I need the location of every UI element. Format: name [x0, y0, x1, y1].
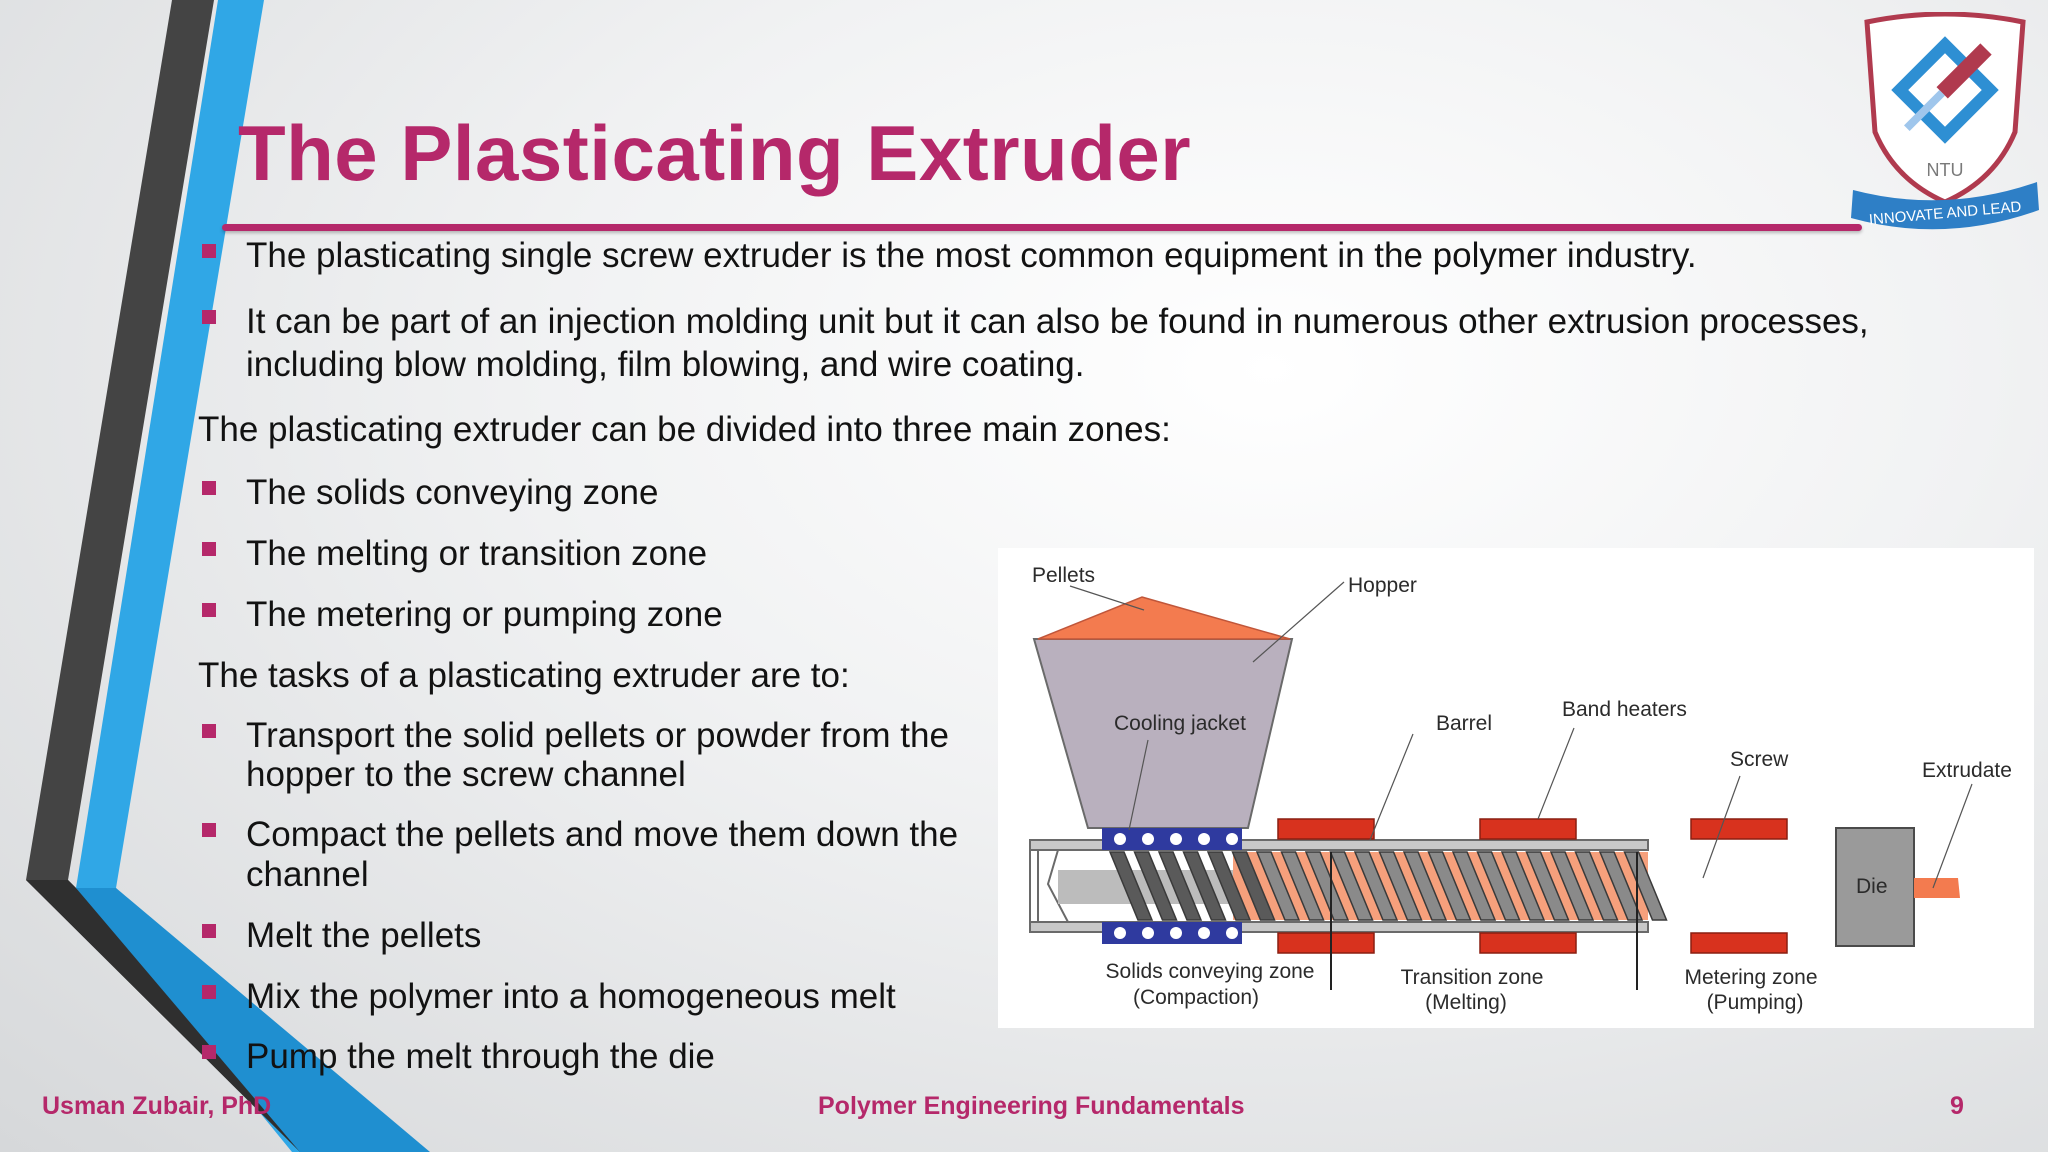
screw-flight	[1280, 851, 1325, 921]
tasks-heading: The tasks of a plasticating extruder are…	[198, 656, 850, 695]
screw-flight	[1402, 851, 1448, 921]
ntu-logo: NTU INNOVATE AND LEAD	[1851, 12, 2039, 230]
page-number: 9	[1950, 1092, 1964, 1120]
label-die: Die	[1856, 875, 1888, 898]
screw-flight	[1108, 851, 1154, 921]
footer-course: Polymer Engineering Fundamentals	[818, 1092, 1245, 1120]
bullet-intro-2-cont: including blow molding, film blowing, an…	[246, 345, 1085, 384]
zones-heading: The plasticating extruder can be divided…	[198, 410, 1171, 449]
label-screw: Screw	[1730, 748, 1789, 771]
label-zone3-name: Metering zone	[1684, 966, 1817, 989]
label-band-heaters: Band heaters	[1562, 698, 1687, 721]
label-zone2-name: Transition zone	[1401, 966, 1544, 989]
screw-flight	[1206, 851, 1252, 921]
screw-flight	[1574, 851, 1619, 921]
screw-flight	[1451, 851, 1497, 921]
logo-letters: NTU	[1927, 160, 1964, 180]
label-cooling-jacket: Cooling jacket	[1114, 712, 1246, 735]
screw-flight	[1525, 851, 1570, 921]
screw-flight	[1598, 851, 1644, 921]
extruder-diagram: Pellets Hopper Cooling jacket Barrel Ban…	[998, 548, 2034, 1028]
label-zone1-name: Solids conveying zone	[1106, 960, 1315, 983]
bullet-intro-2: It can be part of an injection molding u…	[202, 302, 1869, 341]
label-extrudate: Extrudate	[1922, 759, 2012, 782]
decorative-stripes	[26, 0, 430, 1152]
screw-flight	[1231, 851, 1276, 921]
screw-flight	[1476, 851, 1521, 921]
task-item-4: Mix the polymer into a homogeneous melt	[202, 977, 896, 1016]
zone-item-1: The solids conveying zone	[201, 473, 659, 512]
bullet-intro-1: The plasticating single screw extruder i…	[202, 236, 1697, 275]
screw-flight	[1427, 851, 1472, 921]
label-pellets: Pellets	[1032, 564, 1095, 587]
label-zone1-sub: (Compaction)	[1133, 986, 1259, 1009]
label-barrel: Barrel	[1436, 712, 1492, 735]
screw-flight	[1133, 851, 1178, 921]
screw-flight	[1157, 851, 1203, 921]
screw-flight	[1378, 851, 1423, 921]
task-item-2: Compact the pellets and move them down t…	[201, 815, 959, 854]
screw-flight	[1304, 851, 1350, 921]
title-divider	[222, 224, 1862, 231]
slide-title: The Plasticating Extruder	[238, 109, 1192, 197]
footer-author: Usman Zubair, PhD	[42, 1092, 272, 1120]
screw-flight	[1182, 851, 1227, 921]
label-zone3-sub: (Pumping)	[1707, 991, 1804, 1014]
task-item-1: Transport the solid pellets or powder fr…	[202, 716, 949, 755]
label-zone2-sub: (Melting)	[1425, 991, 1507, 1014]
screw-flight	[1623, 851, 1668, 921]
screw-flight	[1329, 851, 1374, 921]
task-item-5: Pump the melt through the die	[202, 1037, 715, 1076]
task-item-2-cont: channel	[246, 855, 369, 894]
task-item-1-cont: hopper to the screw channel	[246, 755, 686, 794]
zone-item-3: The metering or pumping zone	[202, 595, 723, 634]
zone-item-2: The melting or transition zone	[201, 534, 708, 573]
screw-flight	[1353, 851, 1399, 921]
screw-flight	[1500, 851, 1546, 921]
screw-flight	[1255, 851, 1301, 921]
label-hopper: Hopper	[1348, 574, 1417, 597]
screw-flight	[1549, 851, 1595, 921]
task-item-3: Melt the pellets	[201, 916, 482, 955]
